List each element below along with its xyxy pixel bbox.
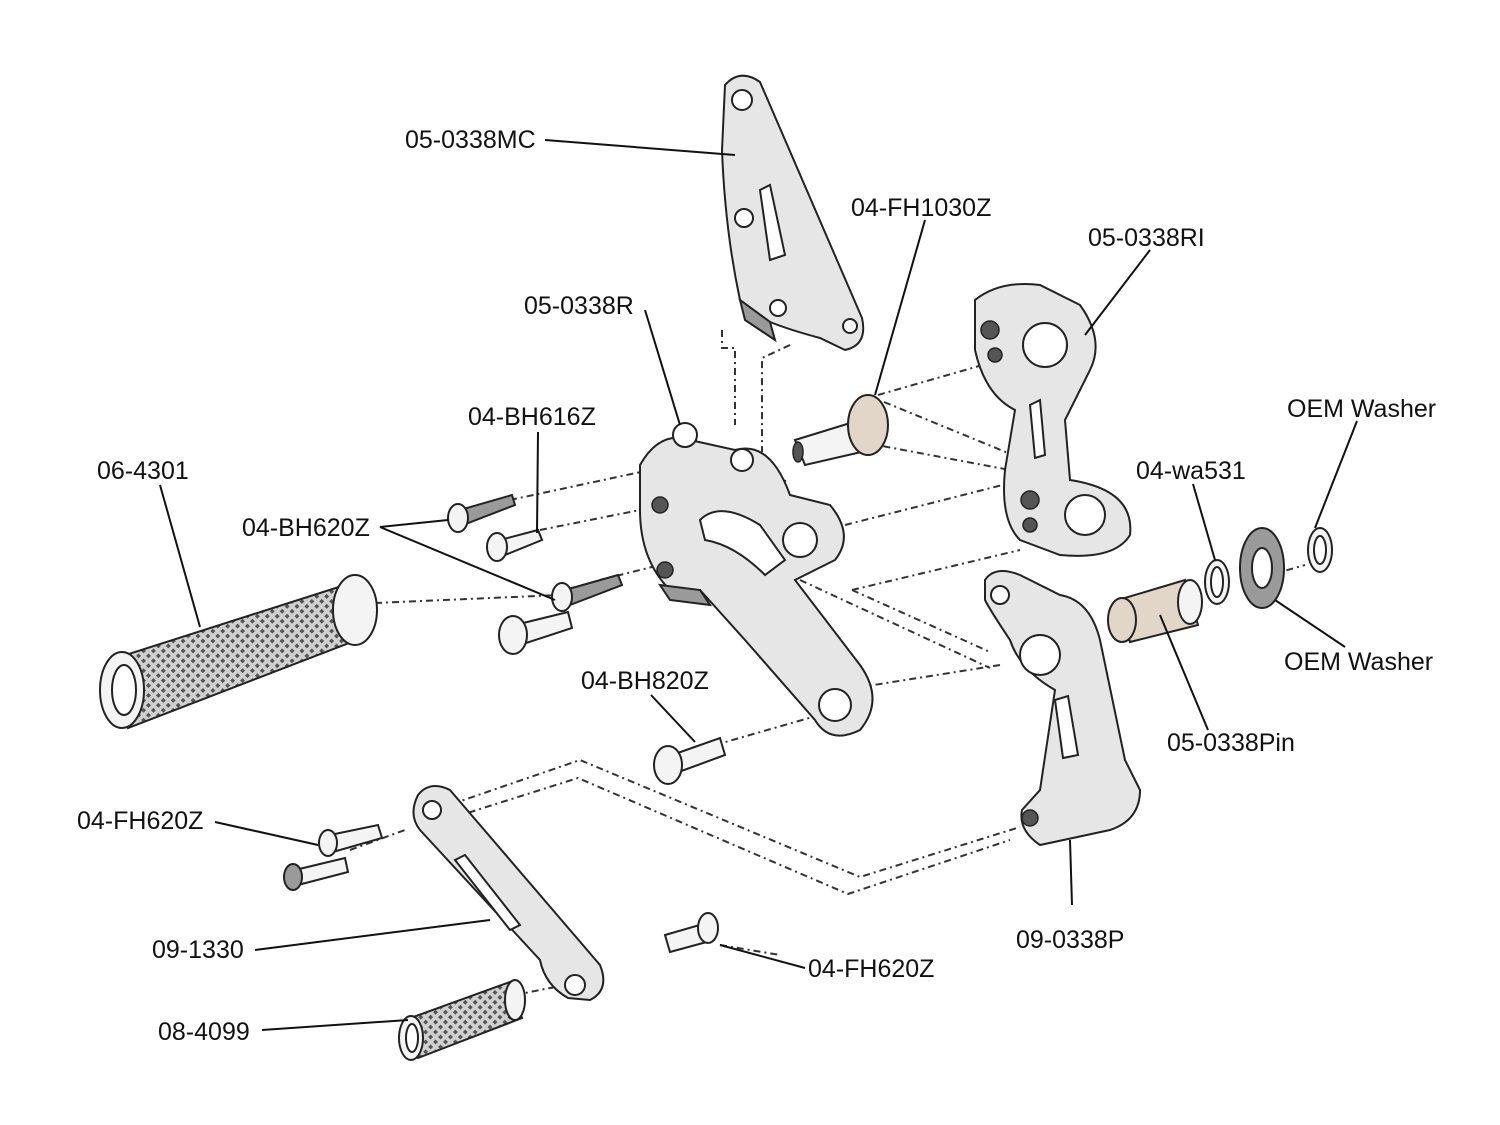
label-oem-washer-top: OEM Washer [1287, 395, 1436, 423]
label-05-0338MC: 05-0338MC [405, 126, 536, 154]
leader-lines [159, 139, 1358, 1031]
label-04-BH820Z: 04-BH820Z [581, 667, 709, 695]
part-09-0338P-bracket [984, 570, 1142, 847]
part-labels: 05-0338MC 04-FH1030Z 05-0338RI 05-0338R … [77, 126, 1436, 1046]
label-04-wa531: 04-wa531 [1136, 457, 1246, 485]
part-09-1330-lever [412, 785, 605, 1002]
part-05-0338RI-bracket [974, 283, 1132, 557]
label-04-FH620Z-left: 04-FH620Z [77, 807, 203, 835]
label-05-0338RI: 05-0338RI [1088, 224, 1205, 252]
label-09-1330: 09-1330 [152, 936, 244, 964]
part-04-BH616Z-bolts [447, 493, 544, 562]
part-04-FH620Z-right-bolt [663, 912, 719, 954]
part-04-wa531-washer [1204, 559, 1230, 605]
label-04-BH620Z: 04-BH620Z [242, 514, 370, 542]
label-05-0338Pin: 05-0338Pin [1167, 729, 1295, 757]
part-04-BH820Z-bolt [653, 736, 727, 785]
part-04-FH1030Z-bolt [792, 394, 889, 467]
label-09-0338P: 09-0338P [1016, 926, 1124, 954]
part-05-0338R-bracket [639, 422, 874, 737]
label-04-FH1030Z: 04-FH1030Z [851, 194, 991, 222]
label-08-4099: 08-4099 [158, 1018, 250, 1046]
part-08-4099-peg [398, 979, 526, 1061]
part-oem-washer-large [1239, 527, 1285, 609]
part-oem-washer-clip [1307, 527, 1333, 573]
label-06-4301: 06-4301 [97, 457, 189, 485]
label-04-FH620Z-right: 04-FH620Z [808, 955, 934, 983]
label-oem-washer-bottom: OEM Washer [1284, 648, 1433, 676]
label-04-BH616Z: 04-BH616Z [468, 403, 596, 431]
part-05-0338MC-bracket [720, 74, 865, 352]
part-05-0338Pin [1107, 578, 1203, 644]
part-04-FH620Z-left-bolts [283, 823, 384, 891]
part-06-4301-peg [99, 574, 378, 730]
part-04-BH620Z-bolts [498, 573, 624, 655]
assembly-dash-lines [349, 330, 1306, 996]
label-05-0338R: 05-0338R [524, 292, 634, 320]
